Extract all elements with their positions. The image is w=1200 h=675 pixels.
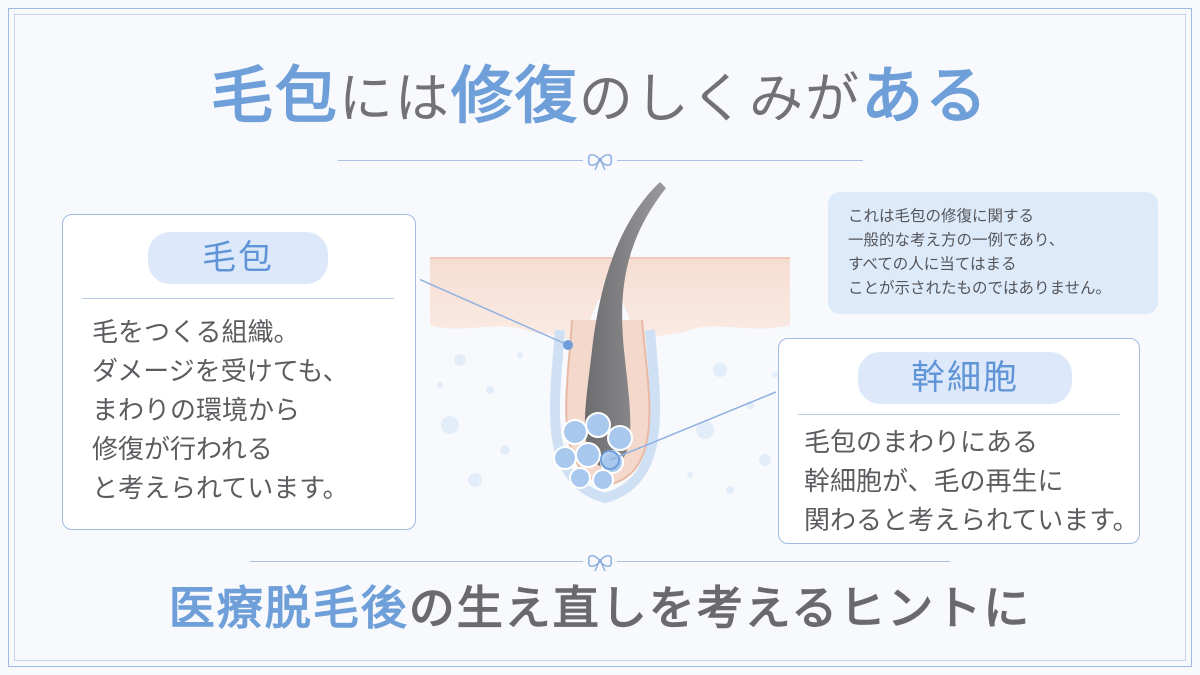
top-divider-right — [617, 160, 863, 161]
ribbon-bow-icon — [587, 555, 613, 572]
follicle-leader-line — [420, 278, 573, 350]
follicle-label: 毛包 — [148, 232, 328, 284]
note-line-2: 一般的な考え方の一例であり、 — [848, 231, 1065, 249]
note-line-3: すべての人に当てはまる — [848, 255, 1017, 273]
title-repair: 修復 — [450, 59, 579, 132]
note-line-4: ことが示されたものではありません。 — [848, 279, 1112, 297]
stem-line-1: 毛包のまわりにある — [804, 428, 1039, 458]
follicle-line-1: 毛をつくる組織。 — [92, 318, 300, 348]
follicle-outer-sheath — [549, 329, 661, 504]
stem-line-2: 幹細胞が、毛の再生に — [804, 467, 1064, 497]
title-mechanism: のしくみが — [578, 67, 862, 130]
stem-cell-description: 毛包のまわりにある 幹細胞が、毛の再生に 関わると考えられています。 — [804, 424, 1139, 541]
page-title: 毛包には修復のしくみがある — [0, 56, 1200, 139]
dermis-dots — [437, 352, 778, 494]
follicle-line-2: ダメージを受けても、 — [92, 357, 349, 387]
title-exists: ある — [861, 59, 990, 132]
disclaimer-note: これは毛包の修復に関する 一般的な考え方の一例であり、 すべての人に当てはまる … — [828, 192, 1158, 314]
bottom-caption-highlight: 医療脱毛後 — [168, 581, 409, 635]
top-divider-left — [338, 160, 583, 161]
follicle-line-5: と考えられています。 — [92, 474, 349, 504]
note-line-1: これは毛包の修復に関する — [848, 207, 1035, 225]
bottom-caption: 医療脱毛後の生え直しを考えるヒントに — [0, 576, 1200, 640]
follicle-line-4: 修復が行われる — [92, 435, 273, 465]
title-follicle: 毛包 — [210, 59, 339, 132]
title-niwa: には — [338, 67, 451, 130]
hair-follicle-diagram — [420, 182, 790, 504]
hair-shaft — [584, 182, 666, 470]
bottom-divider-left — [250, 561, 583, 562]
stem-cell-box-divider — [798, 414, 1120, 415]
bottom-caption-rest: の生え直しを考えるヒントに — [408, 581, 1032, 635]
follicle-description: 毛をつくる組織。 ダメージを受けても、 まわりの環境から 修復が行われる と考え… — [92, 314, 349, 509]
outer-frame — [8, 8, 1192, 667]
stem-line-3: 関わると考えられています。 — [804, 506, 1139, 536]
stem-cell-leader-line — [609, 391, 777, 461]
inner-frame — [14, 14, 1186, 661]
stem-cell-label: 幹細胞 — [858, 352, 1072, 404]
follicle-line-3: まわりの環境から — [92, 396, 301, 426]
follicle-box-divider — [82, 298, 394, 299]
skin-layer — [430, 258, 790, 355]
ribbon-bow-icon — [587, 154, 613, 171]
bottom-divider-right — [617, 561, 950, 562]
